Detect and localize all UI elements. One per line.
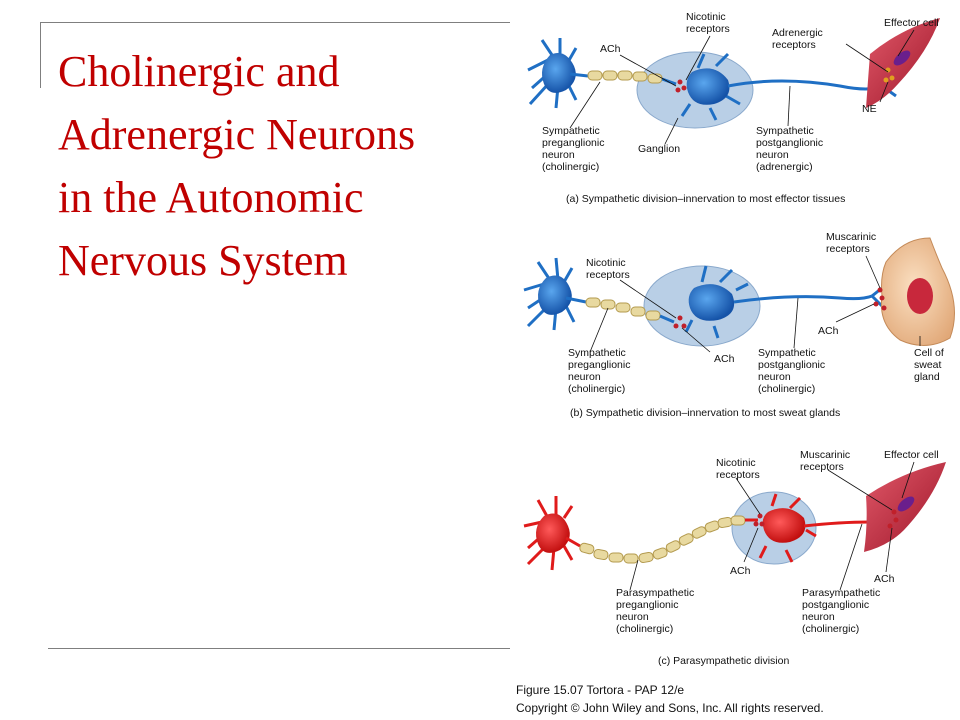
preganglionic-neuron-b: [523, 257, 587, 331]
label-ach-c-left: ACh: [730, 565, 751, 577]
nicotinic-receptors-b: [673, 315, 687, 329]
caption-b: (b) Sympathetic division–innervation to …: [570, 407, 840, 419]
label-adrenergic-a-2: receptors: [772, 39, 816, 51]
myelin-sheath-a: [587, 70, 663, 84]
postganglionic-neuron-b: [684, 265, 884, 339]
label-nicotinic-a: Nicotinic: [686, 11, 726, 23]
ne-vesicles-a: [883, 67, 895, 83]
title-line-2: Adrenergic Neurons: [58, 110, 416, 159]
bottom-rule: [48, 648, 510, 649]
left-rule: [40, 22, 41, 88]
title-line-1: Cholinergic and: [58, 47, 340, 96]
caption-c: (c) Parasympathetic division: [658, 655, 789, 667]
top-rule: [40, 22, 510, 23]
label-effector-c: Effector cell: [884, 449, 939, 461]
sweat-gland-cell: [880, 237, 955, 346]
caption-a: (a) Sympathetic division–innervation to …: [566, 193, 845, 205]
muscarinic-receptors-c: [887, 509, 899, 529]
label-ach-c-right: ACh: [874, 573, 895, 585]
nicotinic-receptors-a: [675, 79, 687, 93]
label-ach-b-right: ACh: [818, 325, 839, 337]
figure-credit: Figure 15.07 Tortora - PAP 12/e: [516, 683, 684, 697]
autonomic-neuron-figure: Nicotinic receptors ACh Adrenergic recep…: [516, 11, 955, 715]
title-line-3: in the Autonomic: [58, 173, 364, 222]
label-ach-a: ACh: [600, 43, 621, 55]
myelin-sheath-c: [579, 515, 746, 564]
label-adrenergic-a: Adrenergic: [772, 27, 823, 39]
label-effector-a: Effector cell: [884, 17, 939, 29]
nicotinic-receptors-c: [753, 513, 765, 527]
label-nicotinic-a-2: receptors: [686, 23, 730, 35]
copyright-notice: Copyright © John Wiley and Sons, Inc. Al…: [516, 701, 824, 715]
label-ne-a: NE: [862, 103, 877, 115]
muscarinic-receptors-b: [873, 287, 887, 311]
myelin-sheath-b: [585, 297, 661, 321]
panel-a: Nicotinic receptors ACh Adrenergic recep…: [527, 11, 940, 205]
label-ganglion-a: Ganglion: [638, 143, 680, 155]
preganglionic-neuron-a: [527, 38, 589, 109]
title-line-4: Nervous System: [58, 236, 348, 285]
label-ach-b-low: ACh: [714, 353, 735, 365]
slide-title: Cholinergic and Adrenergic Neurons in th…: [58, 40, 508, 292]
preganglionic-neuron-c: [523, 496, 581, 571]
effector-cell-a: [866, 18, 940, 108]
effector-cell-c: [864, 462, 946, 552]
